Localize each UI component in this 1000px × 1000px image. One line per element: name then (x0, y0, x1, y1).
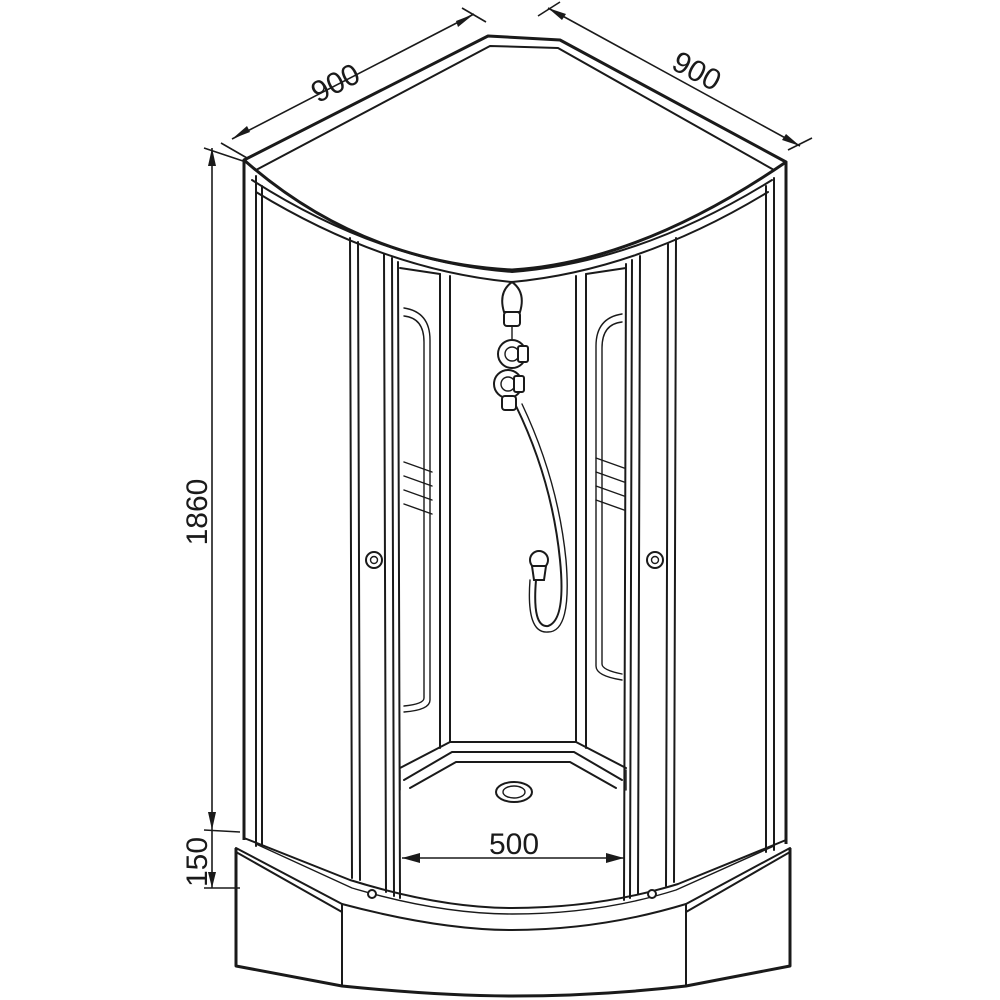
right-fixed-panel (665, 162, 788, 887)
left-door-handle-icon (365, 551, 383, 569)
left-sliding-door (365, 253, 401, 899)
shower-hose (515, 403, 568, 633)
back-wall (399, 267, 627, 749)
dimension-height-tray-label: 150 (181, 837, 214, 887)
right-rear-panel-decor (595, 313, 625, 681)
dimension-height-cabin (203, 147, 247, 833)
dimension-height-cabin-label: 1860 (181, 479, 214, 546)
left-rear-panel-decor (403, 307, 433, 713)
dimension-width-right-label: 900 (667, 45, 727, 98)
dimension-width-left (220, 7, 487, 159)
mixer-lower-icon (493, 369, 525, 411)
left-fixed-panel (242, 160, 361, 881)
dimension-door-opening-label: 500 (489, 828, 539, 861)
hand-shower-holder-icon (529, 550, 549, 581)
right-door-handle-icon (646, 551, 664, 569)
dimension-door-opening (402, 853, 624, 863)
shower-tray-base (234, 837, 792, 998)
shower-tray-floor (399, 741, 627, 803)
dimension-width-right (537, 1, 813, 151)
mixer-upper-icon (497, 339, 529, 369)
dimension-height-tray (204, 830, 240, 889)
right-sliding-door (623, 255, 664, 901)
drain-icon (495, 781, 533, 803)
shower-head-icon (501, 280, 523, 341)
